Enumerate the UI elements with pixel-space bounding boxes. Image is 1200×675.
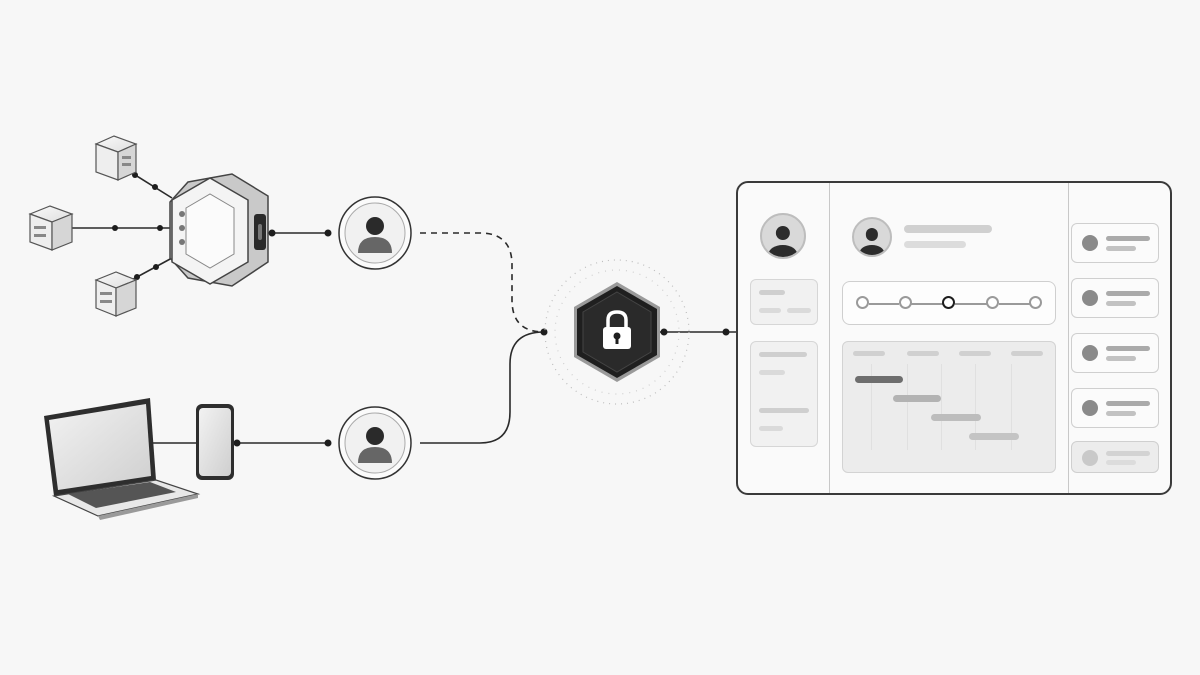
gantt-chart [842,341,1056,473]
left-menu-card[interactable] [750,341,818,447]
step-5[interactable] [1029,296,1042,309]
gantt-task[interactable] [969,433,1019,440]
column-divider [829,183,830,493]
lock-gateway-icon [544,259,690,405]
right-list-card[interactable] [1071,223,1159,263]
header-subtitle-placeholder [904,241,966,248]
avatar[interactable] [760,213,806,259]
user-icon [338,406,412,480]
column-divider [1068,183,1069,493]
right-list-card[interactable] [1071,333,1159,373]
right-list-card[interactable] [1071,278,1159,318]
step-2[interactable] [899,296,912,309]
gantt-task[interactable] [931,414,981,421]
right-list-card[interactable] [1071,441,1159,473]
step-4[interactable] [986,296,999,309]
edge-user-bottom-lock [420,331,545,444]
server-cube-icon [28,205,74,251]
edge-user-top-lock [420,232,545,333]
header-title-placeholder [904,225,992,233]
gantt-task[interactable] [893,395,941,402]
server-cube-icon [94,271,138,317]
smartphone-icon [196,404,234,480]
left-menu-card[interactable] [750,279,818,325]
laptop-icon [44,398,201,520]
server-cube-icon [94,135,138,181]
right-list-card[interactable] [1071,388,1159,428]
dashboard-window [736,181,1172,495]
step-1[interactable] [856,296,869,309]
progress-stepper [842,281,1056,325]
step-3-active[interactable] [942,296,955,309]
avatar[interactable] [852,217,892,257]
hexagon-server-icon [169,173,269,287]
connector-dots [112,172,730,447]
gantt-task[interactable] [855,376,903,383]
user-icon [338,196,412,270]
